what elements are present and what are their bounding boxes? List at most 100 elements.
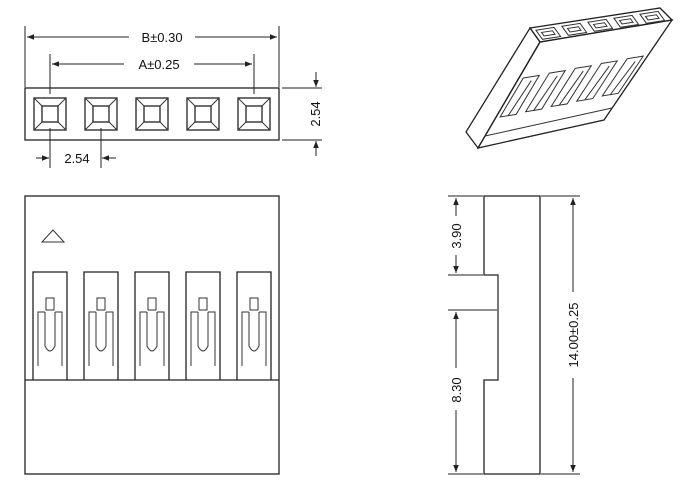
front-view-body bbox=[24, 195, 280, 475]
front-view-pins bbox=[32, 271, 272, 380]
contact-terminal bbox=[248, 312, 260, 352]
iso-slot bbox=[524, 69, 567, 113]
top-pin-socket bbox=[237, 97, 271, 131]
iso-socket bbox=[613, 14, 640, 28]
iso-socket-inner bbox=[618, 18, 634, 25]
contact-spring-right bbox=[157, 311, 165, 366]
socket-outer bbox=[237, 97, 271, 131]
iso-socket-inner bbox=[540, 30, 556, 37]
top-view-pins bbox=[33, 97, 271, 131]
iso-slot-contact bbox=[584, 65, 610, 101]
contact-spring-right bbox=[106, 311, 114, 366]
top-pin-socket bbox=[84, 97, 118, 131]
iso-slot-contact bbox=[533, 75, 558, 111]
iso-slot-outline bbox=[575, 60, 619, 102]
contact-spring-left bbox=[88, 311, 96, 366]
slot-outline bbox=[83, 271, 119, 380]
side-view: 3.90 8.30 14.00±0.25 bbox=[448, 195, 581, 475]
socket-chamfer bbox=[159, 97, 169, 107]
iso-step-line bbox=[484, 107, 613, 137]
dim-total-label: 14.00±0.25 bbox=[566, 303, 581, 368]
iso-slot bbox=[601, 55, 645, 97]
socket-inner bbox=[41, 105, 59, 123]
contact-terminal bbox=[197, 312, 209, 352]
socket-chamfer bbox=[237, 97, 247, 107]
dim-height-label: 2.54 bbox=[308, 101, 323, 126]
iso-socket-inner bbox=[592, 22, 608, 29]
contact-window bbox=[198, 297, 208, 311]
iso-front-face bbox=[476, 19, 674, 149]
iso-slot-outline bbox=[524, 69, 567, 113]
socket-chamfer bbox=[261, 97, 271, 107]
dim-a-label: A±0.25 bbox=[138, 57, 179, 72]
iso-slot-outline bbox=[499, 74, 541, 118]
contact-window bbox=[45, 297, 55, 311]
contact-spring-left bbox=[241, 311, 249, 366]
contact-window bbox=[147, 297, 157, 311]
socket-chamfer bbox=[33, 97, 43, 107]
socket-outer bbox=[135, 97, 169, 131]
iso-socket-outer bbox=[613, 14, 640, 28]
iso-view-pins bbox=[484, 10, 666, 137]
iso-socket-outer bbox=[639, 10, 666, 24]
iso-slot-contact bbox=[609, 61, 636, 95]
top-view-body bbox=[24, 87, 280, 141]
socket-outer bbox=[186, 97, 220, 131]
socket-chamfer bbox=[186, 121, 196, 131]
iso-top-face bbox=[528, 7, 674, 43]
socket-chamfer bbox=[57, 121, 67, 131]
iso-socket-outer bbox=[587, 18, 614, 32]
contact-spring-right bbox=[55, 311, 63, 366]
iso-slot-outline bbox=[601, 55, 645, 97]
contact-terminal bbox=[95, 312, 107, 352]
socket-chamfer bbox=[210, 121, 220, 131]
iso-slot-contact bbox=[558, 70, 584, 106]
iso-slot-outline bbox=[550, 65, 593, 108]
iso-socket bbox=[639, 10, 666, 24]
iso-end-face bbox=[465, 26, 541, 150]
socket-chamfer bbox=[135, 121, 145, 131]
front-pin-slot bbox=[134, 271, 170, 380]
contact-window bbox=[249, 297, 259, 311]
iso-socket-outer bbox=[561, 22, 588, 36]
socket-chamfer bbox=[57, 97, 67, 107]
contact-spring-left bbox=[37, 311, 45, 366]
contact-spring-right bbox=[259, 311, 267, 366]
slot-outline bbox=[134, 271, 170, 380]
contact-window bbox=[96, 297, 106, 311]
socket-chamfer bbox=[237, 121, 247, 131]
top-pin-socket bbox=[186, 97, 220, 131]
slot-outline bbox=[32, 271, 68, 380]
socket-chamfer bbox=[108, 121, 118, 131]
socket-inner bbox=[143, 105, 161, 123]
socket-chamfer bbox=[108, 97, 118, 107]
socket-inner bbox=[92, 105, 110, 123]
iso-slot bbox=[499, 74, 541, 118]
dim-lower-label: 8.30 bbox=[449, 377, 464, 402]
socket-chamfer bbox=[33, 121, 43, 131]
top-pin-socket bbox=[33, 97, 67, 131]
top-view: B±0.30 A±0.25 2.54 2.54 bbox=[24, 26, 323, 168]
iso-view bbox=[465, 7, 674, 150]
iso-socket-inner bbox=[644, 14, 660, 21]
front-pin-slot bbox=[236, 271, 272, 380]
socket-chamfer bbox=[84, 97, 94, 107]
dim-b-label: B±0.30 bbox=[141, 30, 182, 45]
front-pin-slot bbox=[32, 271, 68, 380]
side-view-body bbox=[483, 195, 541, 475]
socket-chamfer bbox=[186, 97, 196, 107]
contact-spring-left bbox=[139, 311, 147, 366]
contact-spring-left bbox=[190, 311, 198, 366]
socket-chamfer bbox=[261, 121, 271, 131]
socket-chamfer bbox=[135, 97, 145, 107]
top-pin-socket bbox=[135, 97, 169, 131]
contact-terminal bbox=[146, 312, 158, 352]
iso-socket bbox=[535, 26, 562, 40]
contact-spring-right bbox=[208, 311, 216, 366]
dim-upper-label: 3.90 bbox=[449, 223, 464, 248]
socket-inner bbox=[245, 105, 263, 123]
iso-socket bbox=[587, 18, 614, 32]
front-pin-slot bbox=[83, 271, 119, 380]
iso-slot bbox=[550, 65, 593, 108]
